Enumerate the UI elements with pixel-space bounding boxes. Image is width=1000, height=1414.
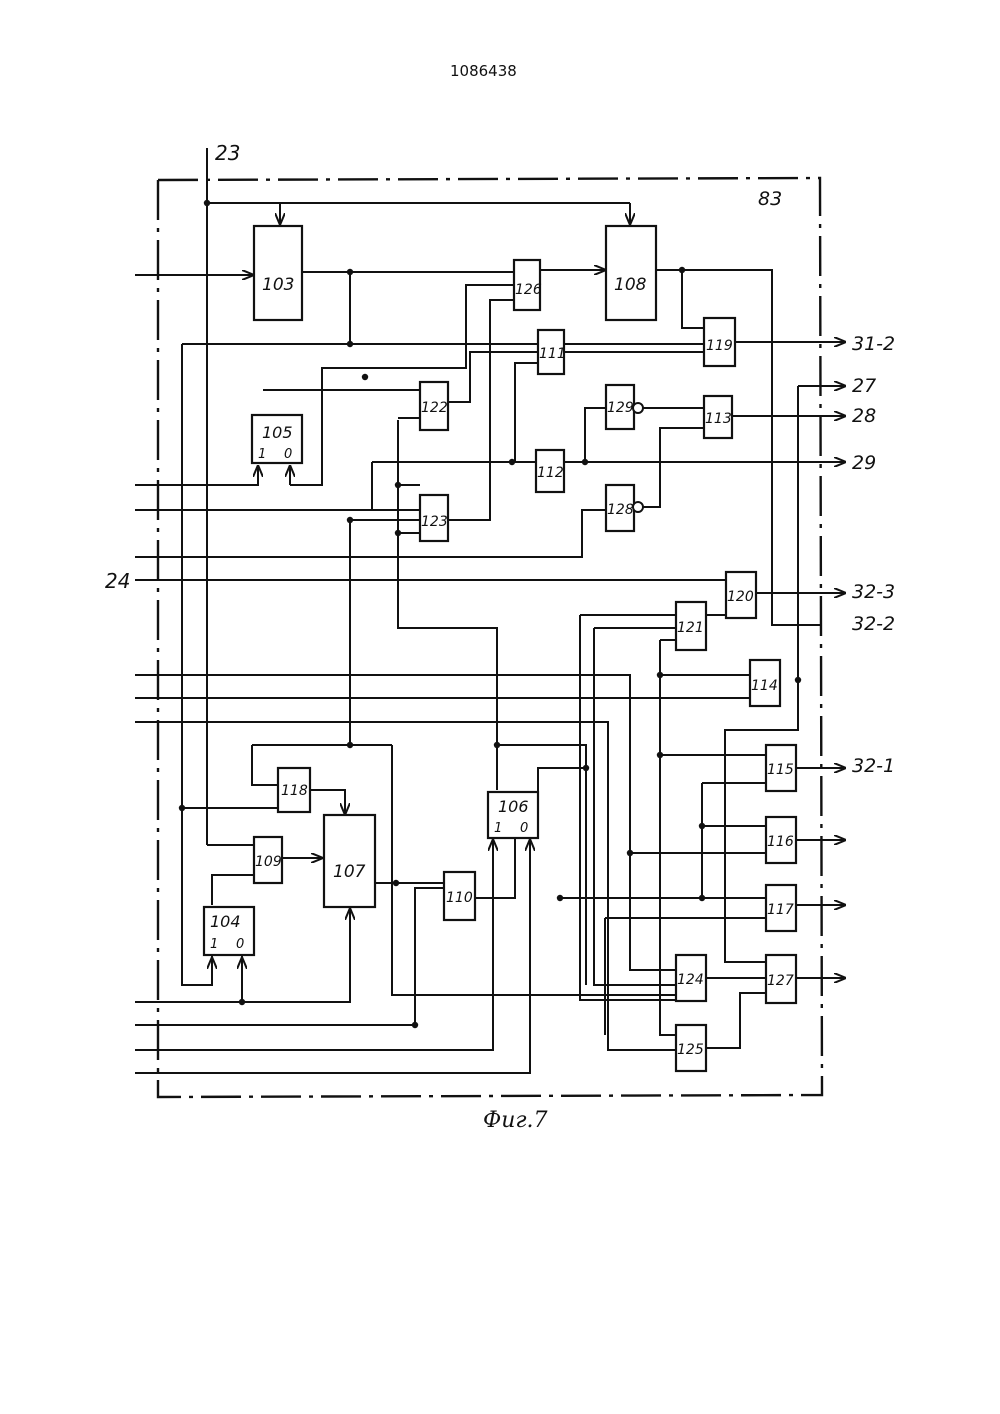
svg-text:121: 121: [677, 620, 704, 636]
svg-text:108: 108: [614, 275, 647, 295]
svg-text:114: 114: [751, 678, 778, 694]
svg-text:1: 1: [494, 821, 502, 836]
output-label-32-3: 32-3: [852, 581, 895, 603]
block-106-trigger: 106 1 0: [488, 792, 538, 838]
svg-text:124: 124: [677, 972, 704, 988]
frame-label: 83: [758, 188, 782, 210]
block-107: 107: [324, 815, 375, 907]
block-112: 112: [536, 450, 564, 492]
block-126: 126: [514, 260, 542, 310]
block-108: 108: [606, 226, 656, 320]
block-113: 113: [704, 396, 732, 438]
block-123: 123: [420, 495, 448, 541]
svg-text:1: 1: [210, 937, 218, 952]
svg-text:110: 110: [446, 890, 473, 906]
svg-text:106: 106: [498, 797, 529, 816]
svg-text:0: 0: [520, 821, 528, 836]
block-118: 118: [278, 768, 310, 812]
svg-text:103: 103: [262, 275, 294, 295]
block-103: 103: [254, 226, 302, 320]
block-110: 110: [444, 872, 475, 920]
input-label-23: 23: [215, 141, 240, 165]
svg-text:125: 125: [677, 1042, 704, 1058]
block-122: 122: [420, 382, 448, 430]
block-129-inverter: 129: [606, 385, 643, 429]
svg-text:111: 111: [539, 346, 566, 362]
svg-text:122: 122: [421, 400, 448, 416]
svg-text:112: 112: [537, 465, 564, 481]
svg-text:129: 129: [607, 400, 634, 416]
block-115: 115: [766, 745, 796, 791]
output-label-28: 28: [852, 405, 876, 427]
output-label-32-2: 32-2: [852, 613, 895, 635]
svg-text:119: 119: [706, 338, 733, 354]
output-label-32-1: 32-1: [852, 755, 895, 777]
svg-text:104: 104: [210, 912, 241, 931]
block-121: 121: [676, 602, 706, 650]
svg-text:123: 123: [421, 514, 448, 530]
block-116: 116: [766, 817, 796, 863]
output-label-31-2: 31-2: [852, 333, 895, 355]
block-128-inverter: 128: [606, 485, 643, 531]
svg-text:126: 126: [515, 282, 542, 298]
block-111: 111: [538, 330, 566, 374]
svg-text:116: 116: [767, 834, 794, 850]
block-105-trigger: 105 1 0: [252, 415, 302, 463]
svg-text:0: 0: [284, 447, 292, 462]
svg-text:117: 117: [767, 902, 794, 918]
figure-caption: Фиг.7: [483, 1108, 548, 1133]
block-125: 125: [676, 1025, 706, 1071]
svg-text:128: 128: [607, 502, 634, 518]
block-109: 109: [254, 837, 282, 883]
svg-text:118: 118: [281, 783, 308, 799]
svg-text:127: 127: [767, 973, 794, 989]
block-124: 124: [676, 955, 706, 1001]
block-104-trigger: 104 1 0: [204, 907, 254, 955]
block-120: 120: [726, 572, 756, 618]
svg-text:0: 0: [236, 937, 244, 952]
output-label-29: 29: [852, 452, 876, 474]
svg-text:115: 115: [767, 762, 794, 778]
svg-text:120: 120: [727, 589, 754, 605]
block-127: 127: [766, 955, 796, 1003]
svg-text:1: 1: [258, 447, 266, 462]
block-114: 114: [750, 660, 780, 706]
block-117: 117: [766, 885, 796, 931]
svg-text:109: 109: [255, 854, 282, 870]
svg-text:107: 107: [333, 862, 366, 882]
svg-text:113: 113: [705, 411, 732, 427]
block-119: 119: [704, 318, 735, 366]
output-label-27: 27: [852, 375, 876, 397]
svg-text:105: 105: [262, 423, 293, 442]
input-label-24: 24: [105, 569, 130, 593]
